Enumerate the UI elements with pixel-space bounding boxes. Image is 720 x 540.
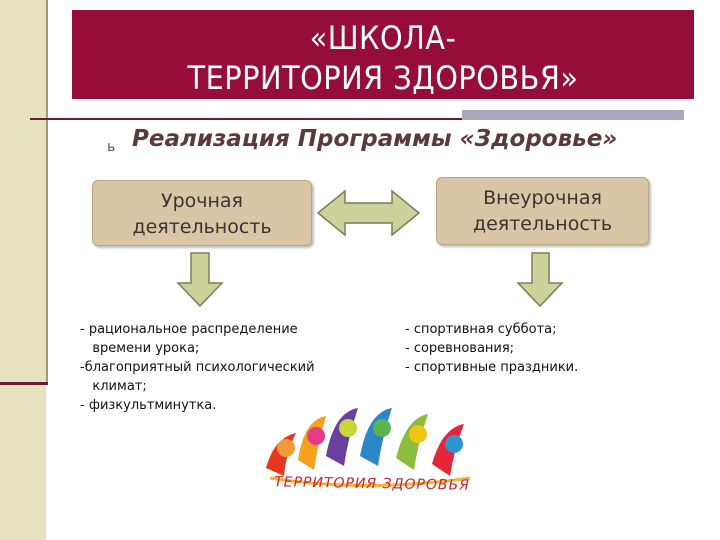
lesson-activity-line-1: Урочная (161, 190, 243, 212)
title-banner (72, 10, 694, 99)
list-item: - физкультминутка. (80, 398, 217, 413)
slide-title: «ШКОЛА- ТЕРРИТОРИЯ ЗДОРОВЬЯ» (72, 18, 694, 98)
health-territory-logo (256, 398, 486, 510)
down-arrow-right-icon (516, 252, 564, 308)
double-arrow-icon (316, 189, 421, 237)
extracurricular-activity-line-1: Внеурочная (483, 187, 602, 209)
list-item: - соревнования; (405, 341, 515, 356)
lesson-activity-line-2: деятельность (132, 216, 272, 238)
logo-figures-icon (266, 408, 471, 487)
title-line-2: ТЕРРИТОРИЯ ЗДОРОВЬЯ» (187, 59, 579, 97)
down-arrow-left-icon (176, 252, 224, 308)
header-divider (30, 118, 462, 120)
lesson-activity-box: Урочная деятельность (92, 180, 312, 246)
list-item: - рациональное распределение (80, 322, 298, 337)
left-stripe-accent (0, 382, 48, 385)
extracurricular-activity-list: - спортивная суббота; - соревнования; - … (405, 320, 665, 377)
slide-subtitle: Реализация Программы «Здоровье» (132, 126, 618, 152)
title-line-1: «ШКОЛА- (309, 19, 457, 57)
left-vertical-line (46, 0, 48, 385)
list-item: климат; (80, 379, 147, 394)
list-item: -благоприятный психологический (80, 360, 315, 375)
extracurricular-activity-line-2: деятельность (472, 213, 613, 235)
list-item: - спортивная суббота; (405, 322, 557, 337)
extracurricular-activity-box: Внеурочная деятельность (436, 177, 649, 245)
list-item: времени урока; (80, 341, 200, 356)
bullet-marker: ь (107, 139, 116, 155)
lesson-activity-list: - рациональное распределение времени уро… (80, 320, 370, 415)
list-item: - спортивные праздники. (405, 360, 579, 375)
left-decor-stripe (0, 0, 46, 540)
header-gray-stripe (462, 110, 684, 120)
